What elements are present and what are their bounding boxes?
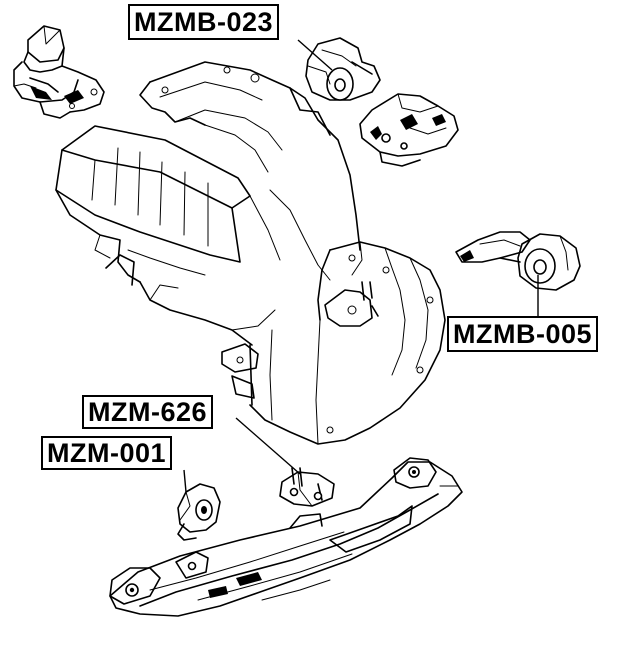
leader-mzmb-023 — [297, 39, 333, 71]
leader-mzm-001 — [183, 469, 187, 493]
mount-mzmb-005 — [455, 231, 581, 291]
bracket-upper-right — [359, 93, 459, 167]
crossmember — [109, 457, 463, 617]
mount-mzm-626 — [279, 467, 335, 507]
mount-mzmb-023 — [305, 37, 381, 101]
part-label-mzm-001: MZM-001 — [41, 436, 173, 470]
mount-mzm-001 — [177, 483, 221, 541]
engine-block — [55, 61, 446, 445]
mount-top-left — [13, 25, 105, 119]
leader-mzm-626 — [235, 417, 301, 475]
part-label-mzmb-005: MZMB-005 — [447, 316, 599, 352]
part-label-mzm-626: MZM-626 — [82, 395, 214, 429]
leader-lines — [183, 39, 539, 493]
part-label-mzmb-023: MZMB-023 — [128, 4, 280, 40]
